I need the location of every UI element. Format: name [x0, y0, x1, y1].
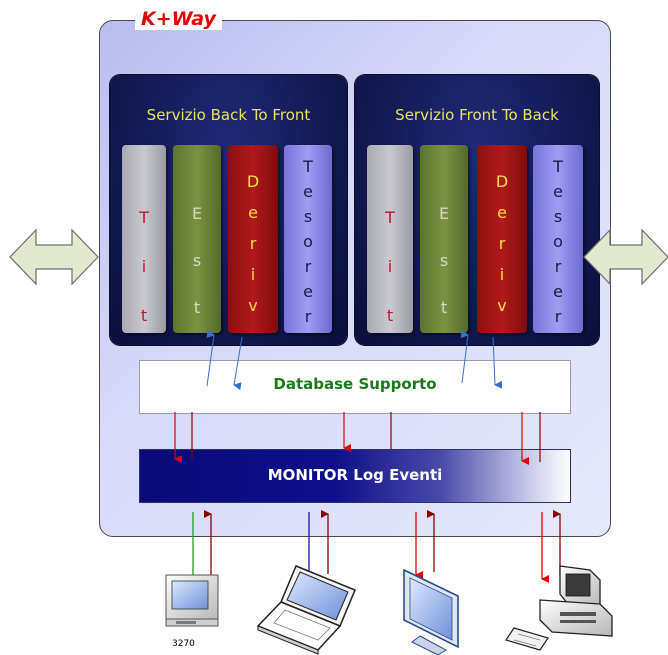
spine-letter: D — [495, 172, 509, 191]
book-derivati: Derivati — [477, 145, 527, 333]
spine-letter: s — [192, 251, 202, 270]
spine-letter: T — [385, 208, 395, 227]
left-double-arrow — [9, 228, 99, 286]
book-tesoreria: Tesoreria — [284, 145, 332, 333]
spine-letter: s — [303, 207, 313, 226]
spine-letter: v — [497, 296, 507, 315]
book-derivati: Derivati — [228, 145, 278, 333]
book-spine-text: Estero — [420, 145, 468, 333]
service-panel-back-to-front: Servizio Back To Front Titoli Estero Der… — [110, 75, 347, 345]
spine-letter: o — [553, 232, 563, 251]
monitor-label: MONITOR Log Eventi — [267, 466, 443, 484]
service-panel-front-to-back: Servizio Front To Back Titoli Estero Der… — [355, 75, 599, 345]
spine-letter: r — [554, 257, 562, 276]
database-label: Database Supporto — [273, 375, 437, 393]
panel-db-arrows — [206, 330, 503, 391]
panel-title: Servizio Back To Front — [146, 106, 311, 124]
right-double-arrow — [583, 228, 668, 286]
spine-letter: t — [386, 306, 394, 325]
brand-logo: K+Way — [135, 8, 222, 30]
lcd-monitor-icon — [403, 568, 459, 655]
spine-letter: e — [303, 182, 313, 201]
spine-letter: e — [248, 203, 258, 222]
spine-letter: i — [387, 257, 393, 276]
book-spine-text: Tesoreria — [284, 145, 332, 333]
spine-letter: e — [553, 282, 563, 301]
spine-letter: s — [439, 251, 449, 270]
db-monitor-arrows — [174, 412, 541, 465]
laptop-icon — [256, 565, 356, 655]
spine-letter: t — [140, 306, 148, 325]
book-titoli: Titoli — [122, 145, 166, 333]
book-spine-text: Derivati — [477, 145, 527, 333]
spine-letter: i — [284, 326, 332, 333]
book-spine-text: Estero — [173, 145, 221, 333]
spine-letter: T — [139, 208, 149, 227]
spine-letter: i — [499, 265, 505, 284]
spine-letter: a — [477, 314, 527, 333]
book-estero: Estero — [420, 145, 468, 333]
spine-letter: E — [438, 204, 450, 223]
spine-letter: r — [498, 234, 506, 253]
spine-letter: v — [248, 296, 258, 315]
terminal-3270-label: 3270 — [172, 639, 195, 649]
spine-letter: o — [303, 232, 313, 251]
book-estero: Estero — [173, 145, 221, 333]
spine-letter: t — [440, 298, 448, 317]
spine-letter: a — [228, 314, 278, 333]
spine-letter: i — [141, 257, 147, 276]
spine-letter: T — [553, 157, 563, 176]
spine-letter: E — [191, 204, 203, 223]
monitor-device-arrows — [192, 510, 561, 583]
spine-letter: r — [249, 234, 257, 253]
spine-letter: r — [304, 307, 312, 326]
spine-letter: i — [533, 326, 583, 333]
monitor-log-box: MONITOR Log Eventi — [139, 449, 571, 503]
desktop-pc-icon — [505, 565, 613, 651]
spine-letter: e — [553, 182, 563, 201]
spine-letter: D — [246, 172, 260, 191]
spine-letter: T — [303, 157, 313, 176]
book-tesoreria: Tesoreria — [533, 145, 583, 333]
book-spine-text: Derivati — [228, 145, 278, 333]
spine-letter: i — [250, 265, 256, 284]
spine-letter: t — [193, 298, 201, 317]
book-titoli: Titoli — [367, 145, 413, 333]
spine-letter: r — [304, 257, 312, 276]
book-spine-text: Titoli — [122, 145, 166, 333]
spine-letter: e — [303, 282, 313, 301]
terminal-3270-icon — [165, 574, 219, 627]
spine-letter: s — [553, 207, 563, 226]
book-spine-text: Tesoreria — [533, 145, 583, 333]
panel-title: Servizio Front To Back — [395, 106, 559, 124]
spine-letter: r — [554, 307, 562, 326]
spine-letter: e — [497, 203, 507, 222]
book-spine-text: Titoli — [367, 145, 413, 333]
